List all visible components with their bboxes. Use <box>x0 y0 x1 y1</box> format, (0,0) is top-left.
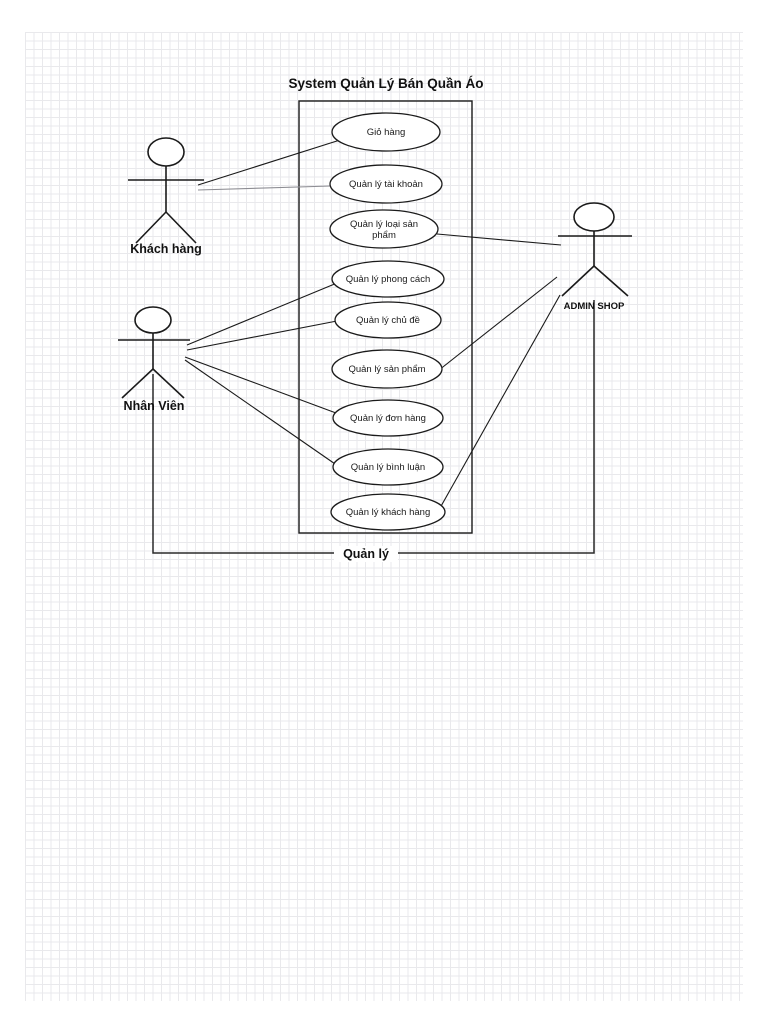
actor-admin-shop[interactable]: ADMIN SHOP <box>558 202 632 312</box>
use-case-uc-quan-ly-san-pham[interactable]: Quản lý sản phẩm <box>331 349 443 389</box>
use-case-ellipse[interactable] <box>332 399 444 437</box>
bracket-label: Quản lý <box>343 547 389 561</box>
use-case-label: Quản lý khách hàng <box>346 507 431 518</box>
use-case-uc-quan-ly-khach-hang[interactable]: Quản lý khách hàng <box>330 493 446 531</box>
association-actor-nhan-vien-to-uc-quan-ly-phong-cach <box>186 282 338 346</box>
actor-left-leg-line <box>135 211 167 244</box>
use-case-ellipse[interactable] <box>329 164 443 204</box>
actor-label: Khách hàng <box>130 242 202 256</box>
use-case-ellipse[interactable] <box>332 448 444 486</box>
actor-left-leg-line <box>561 265 595 297</box>
actor-head-icon <box>147 137 185 167</box>
use-case-uc-quan-ly-binh-luan[interactable]: Quản lý bình luận <box>332 448 444 486</box>
association-actor-admin-shop-to-uc-quan-ly-khach-hang <box>439 294 561 509</box>
use-case-ellipse[interactable] <box>331 260 445 298</box>
use-case-label: Quản lý phong cách <box>346 274 431 285</box>
use-case-ellipse[interactable] <box>331 349 443 389</box>
use-case-label: Quản lý chủ đề <box>356 315 420 326</box>
association-actor-admin-shop-to-uc-quan-ly-loai-san-pham <box>436 233 562 246</box>
association-actor-nhan-vien-to-uc-quan-ly-binh-luan <box>184 359 339 467</box>
use-case-label: Giỏ hàng <box>367 127 406 138</box>
association-actor-khach-hang-to-uc-quan-ly-tai-khoan <box>197 185 332 191</box>
use-case-ellipse[interactable] <box>331 112 441 152</box>
actor-label: Nhân Viên <box>124 399 185 413</box>
association-actor-admin-shop-to-uc-quan-ly-san-pham <box>433 276 558 375</box>
use-case-label: Quản lý đơn hàng <box>350 413 426 424</box>
actor-nhan-vien[interactable]: Nhân Viên <box>118 306 190 413</box>
association-actor-khach-hang-to-uc-gio-hang <box>197 139 341 186</box>
use-case-ellipse[interactable] <box>330 493 446 531</box>
actor-label: ADMIN SHOP <box>564 301 625 312</box>
actor-right-leg-line <box>152 368 185 399</box>
use-case-label: Quản lý bình luận <box>351 462 425 473</box>
use-case-uc-quan-ly-phong-cach[interactable]: Quản lý phong cách <box>331 260 445 298</box>
quan-ly-bracket: Quản lý <box>152 300 595 562</box>
bracket-label-background <box>334 546 398 562</box>
system-title: System Quản Lý Bán Quần Áo <box>288 76 483 91</box>
association-actor-nhan-vien-to-uc-quan-ly-don-hang <box>184 356 337 414</box>
use-case-uc-gio-hang[interactable]: Giỏ hàng <box>331 112 441 152</box>
use-case-ellipse[interactable] <box>334 301 442 339</box>
actor-head-icon <box>134 306 172 334</box>
associations-layer <box>184 139 562 509</box>
use-case-uc-quan-ly-tai-khoan[interactable]: Quản lý tài khoản <box>329 164 443 204</box>
use-case-label: Quản lý sản phẩm <box>348 364 425 375</box>
system-boundary-box <box>298 100 473 534</box>
actor-right-leg-line <box>165 211 197 244</box>
actor-khach-hang[interactable]: Khách hàng <box>128 137 204 256</box>
actor-right-leg-line <box>593 265 629 297</box>
use-case-uc-quan-ly-don-hang[interactable]: Quản lý đơn hàng <box>332 399 444 437</box>
association-actor-nhan-vien-to-uc-quan-ly-chu-de <box>186 320 338 351</box>
use-case-uc-quan-ly-chu-de[interactable]: Quản lý chủ đề <box>334 301 442 339</box>
actor-head-icon <box>573 202 615 232</box>
use-case-label: Quản lý tài khoản <box>349 179 423 190</box>
use-case-ellipse[interactable] <box>329 209 439 249</box>
actor-left-leg-line <box>121 368 154 399</box>
